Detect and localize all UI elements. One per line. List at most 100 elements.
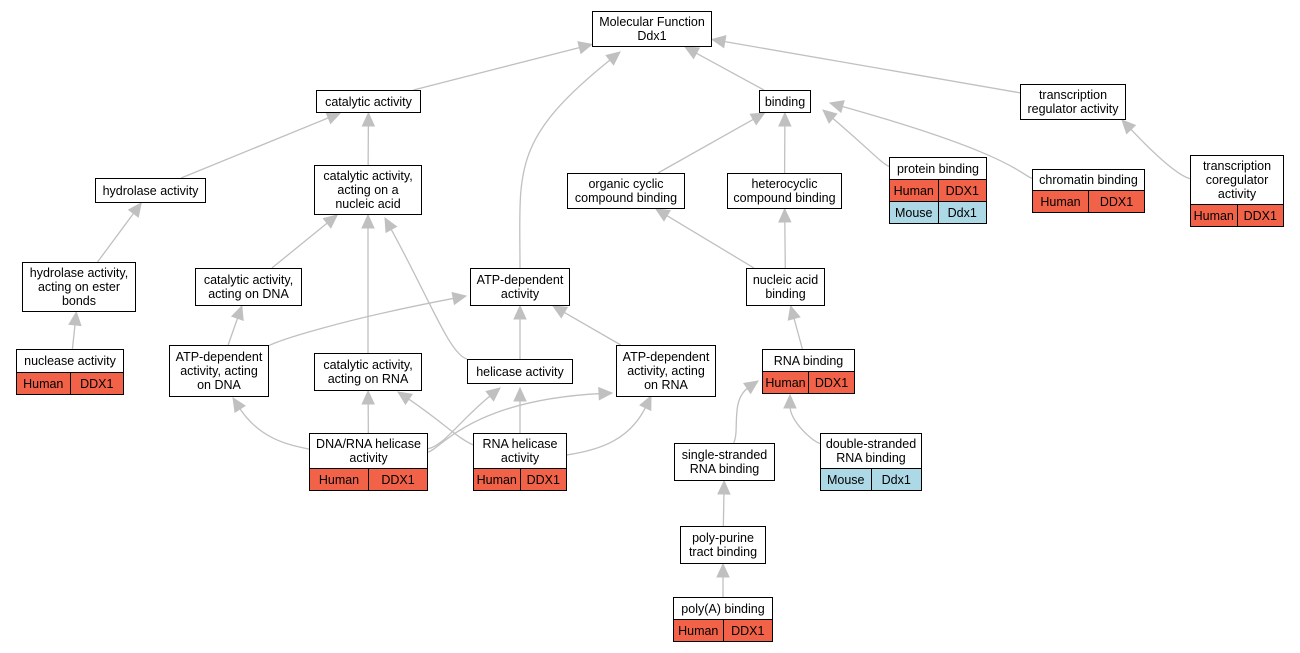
go-term-atp_rna[interactable]: ATP-dependent activity, acting on RNA: [616, 345, 716, 397]
species-cell: Mouse: [894, 205, 933, 220]
go-term-mf[interactable]: Molecular Function Ddx1: [592, 11, 712, 47]
gene-cell: Ddx1: [937, 202, 987, 223]
edge-catalytic-to-mf: [413, 41, 594, 91]
edge-line: [840, 105, 1033, 179]
arrow-head-icon: [639, 394, 652, 412]
go-term-label: chromatin binding: [1039, 173, 1138, 187]
edge-helicase-to-atp: [513, 304, 527, 359]
arrow-head-icon: [230, 304, 244, 321]
go-term-nucbind[interactable]: nucleic acid binding: [746, 268, 825, 306]
edge-line: [427, 392, 602, 453]
go-term-hydrolase[interactable]: hydrolase activity: [95, 178, 206, 203]
edge-line: [566, 405, 647, 456]
edge-polya-to-polypurine: [716, 562, 730, 597]
edge-rnabind-to-nucbind: [787, 304, 804, 350]
edge-rna_hel-to-helicase: [513, 386, 527, 433]
species-cell: Human: [1193, 208, 1234, 223]
arrow-head-icon: [828, 100, 845, 114]
go-term-cat_dna[interactable]: catalytic activity, acting on DNA: [195, 268, 302, 306]
arrow-head-icon: [716, 562, 730, 578]
edge-hydrolase-to-catalytic: [180, 111, 342, 179]
edge-line: [97, 211, 136, 263]
go-term-label: hydrolase activity, acting on ester bond…: [29, 266, 129, 308]
arrow-head-icon: [513, 386, 527, 402]
arrow-head-icon: [683, 46, 701, 60]
arrow-head-icon: [361, 213, 375, 229]
go-term-txreg[interactable]: transcription regulator activity: [1020, 84, 1126, 120]
go-term-catalytic[interactable]: catalytic activity: [316, 90, 421, 113]
edge-rna_hel-to-cat_rna: [397, 391, 474, 446]
go-term-hetero[interactable]: heterocyclic compound binding: [727, 173, 842, 209]
go-term-label: ATP-dependent activity: [476, 273, 564, 301]
go-term-cat_nucleic[interactable]: catalytic activity, acting on a nucleic …: [314, 165, 422, 215]
arrow-head-icon: [322, 214, 339, 229]
edge-line: [406, 397, 474, 446]
edge-txcoreg-to-txreg: [1121, 119, 1191, 180]
go-term-hydro_ester[interactable]: hydrolase activity, acting on ester bond…: [22, 262, 136, 312]
go-term-label: helicase activity: [476, 364, 564, 379]
arrow-head-icon: [1121, 119, 1137, 135]
go-term-label: poly(A) binding: [681, 601, 765, 616]
arrow-head-icon: [717, 479, 731, 495]
go-term-atp[interactable]: ATP-dependent activity: [470, 268, 570, 306]
edge-line: [562, 310, 622, 346]
arrow-head-icon: [743, 380, 759, 395]
arrow-head-icon: [778, 207, 792, 223]
arrow-head-icon: [551, 305, 569, 319]
gene-cell: DDX1: [937, 180, 987, 201]
go-term-label: heterocyclic compound binding: [733, 177, 836, 205]
go-term-binding[interactable]: binding: [759, 90, 811, 113]
species-cell: Human: [893, 183, 934, 198]
arrow-head-icon: [749, 112, 766, 126]
edge-helicase-to-cat_nucleic: [384, 216, 468, 360]
go-term-helicase[interactable]: helicase activity: [467, 359, 573, 384]
gene-cell: DDX1: [808, 372, 854, 393]
arrow-head-icon: [384, 216, 398, 234]
edge-binding-to-mf: [683, 46, 765, 91]
go-term-label: RNA binding: [773, 353, 844, 368]
go-term-atp_dna[interactable]: ATP-dependent activity, acting on DNA: [169, 345, 269, 397]
go-term-cat_rna[interactable]: catalytic activity, acting on RNA: [314, 353, 422, 391]
edge-line: [789, 405, 821, 445]
arrow-head-icon: [397, 391, 413, 406]
go-term-polypurine[interactable]: poly-purine tract binding: [680, 526, 766, 564]
edge-hetero-to-binding: [778, 111, 792, 174]
gene-cell: DDX1: [722, 620, 773, 641]
edge-atp_dna-to-atp: [268, 291, 468, 347]
arrow-head-icon: [361, 111, 376, 127]
arrow-head-icon: [451, 291, 468, 306]
go-term-label: catalytic activity, acting on a nucleic …: [323, 169, 413, 211]
go-term-label: nuclease activity: [24, 354, 116, 368]
arrow-head-icon: [513, 304, 527, 320]
go-term-label: catalytic activity, acting on RNA: [323, 358, 413, 386]
species-cell: Mouse: [826, 472, 865, 487]
go-term-organic[interactable]: organic cyclic compound binding: [567, 173, 685, 209]
arrow-head-icon: [787, 304, 801, 321]
arrow-head-icon: [783, 393, 797, 409]
go-term-label: transcription regulator activity: [1027, 88, 1119, 116]
go-term-label: transcription coregulator activity: [1202, 159, 1272, 201]
arrow-head-icon: [232, 396, 247, 414]
species-cell: Human: [476, 472, 517, 487]
edge-line: [792, 316, 804, 350]
edge-cat_dna-to-cat_nucleic: [271, 214, 339, 269]
edge-organic-to-binding: [657, 112, 766, 174]
edge-line: [227, 316, 239, 346]
go-term-ssrna[interactable]: single-stranded RNA binding: [674, 443, 775, 481]
species-cell: Human: [23, 376, 64, 391]
edge-line: [733, 386, 750, 444]
